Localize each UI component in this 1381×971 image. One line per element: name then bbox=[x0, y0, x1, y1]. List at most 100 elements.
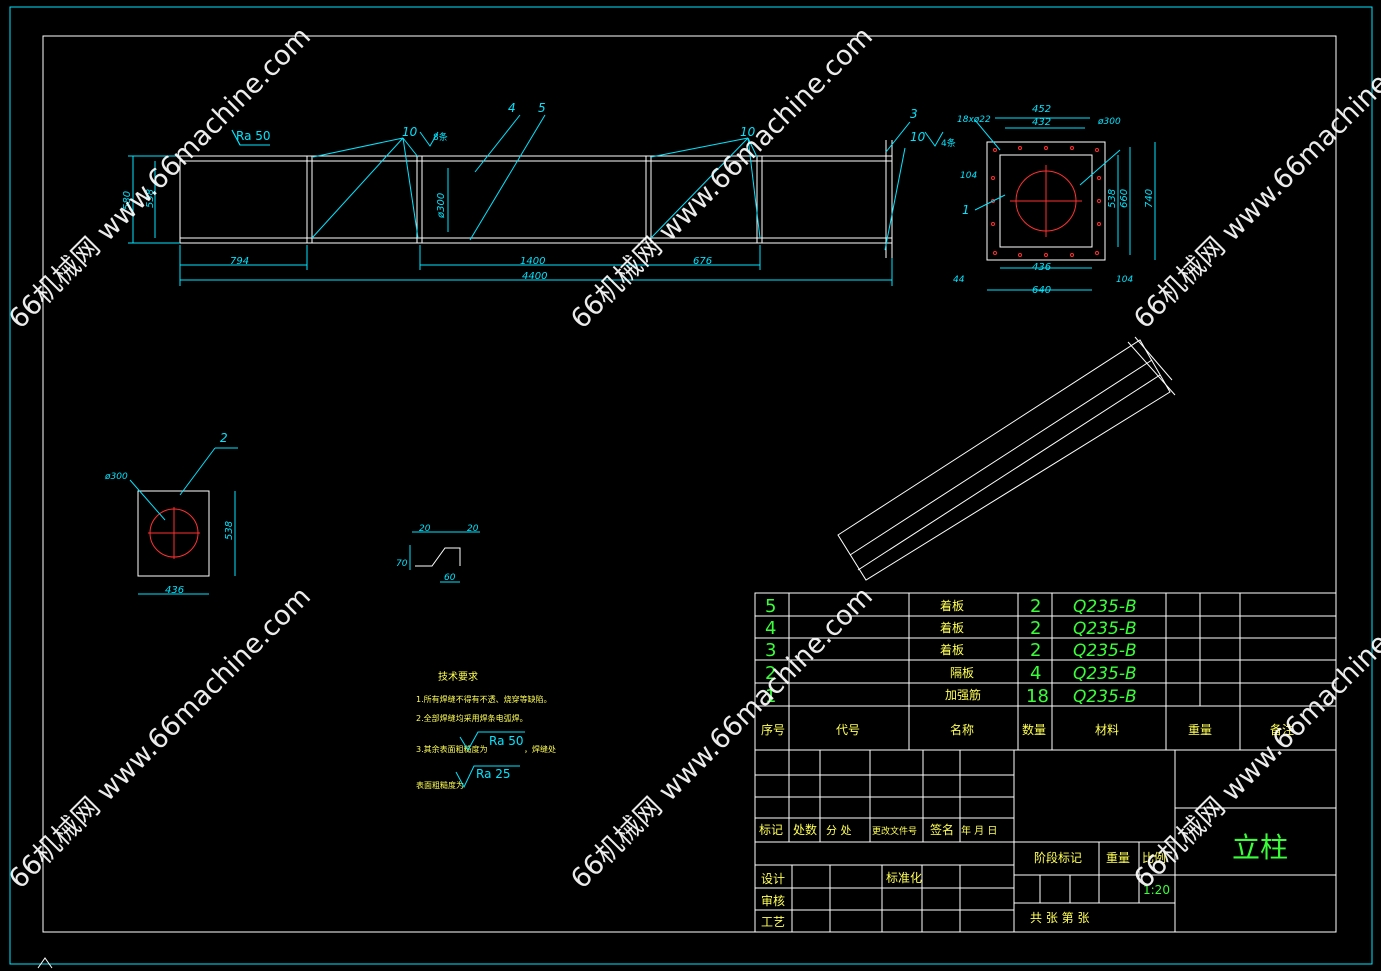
isometric-view bbox=[837, 336, 1176, 581]
dim-side-dia: ø300 bbox=[1097, 117, 1121, 127]
bom-h-name: 名称 bbox=[950, 722, 974, 737]
callout-2: 2 bbox=[220, 431, 228, 445]
dim-4400: 4400 bbox=[522, 271, 547, 282]
bom-no: 5 bbox=[765, 596, 776, 617]
dim-452: 452 bbox=[1032, 104, 1051, 115]
bom-no: 3 bbox=[765, 640, 776, 661]
plate-538: 538 bbox=[224, 521, 235, 540]
dim-794: 794 bbox=[230, 256, 249, 267]
bom-qty: 4 bbox=[1030, 663, 1041, 684]
detail-70: 70 bbox=[396, 559, 408, 569]
watermark: 66机械网 www.66machine.com bbox=[1128, 21, 1381, 335]
callout-4: 4 bbox=[508, 101, 516, 115]
tb-scale: 比例 bbox=[1142, 851, 1166, 865]
callout-10b: 10 bbox=[740, 125, 756, 139]
bom-qty: 2 bbox=[1030, 618, 1041, 639]
title-block-lines bbox=[754, 749, 1337, 933]
callout-1: 1 bbox=[962, 203, 970, 217]
tb-design: 设计 bbox=[761, 872, 785, 886]
tech-line-4a: 表面粗糙度为 bbox=[416, 780, 464, 790]
inner-border bbox=[42, 35, 1337, 933]
dim-432: 432 bbox=[1032, 117, 1051, 128]
detail-20b: 20 bbox=[467, 524, 479, 534]
drawing-title: 立柱 bbox=[1232, 831, 1288, 864]
tb-std: 标准化 bbox=[886, 871, 922, 885]
bom-qty: 18 bbox=[1026, 686, 1049, 707]
bom-header: 序号 代号 名称 数量 材料 重量 备注 bbox=[761, 722, 1294, 737]
tb-sheets: 共 张 第 张 bbox=[1030, 911, 1089, 925]
tb-weight: 重量 bbox=[1106, 851, 1130, 865]
detail-20a: 20 bbox=[419, 524, 431, 534]
bom-mat: Q235-B bbox=[1073, 664, 1137, 684]
bom-no: 1 bbox=[765, 686, 776, 707]
tb-count: 处数 bbox=[793, 822, 817, 837]
detail-60: 60 bbox=[444, 573, 456, 583]
bom-h-no: 序号 bbox=[761, 722, 785, 737]
tech-line-1: 1.所有焊缝不得有不透、烧穿等缺陷。 bbox=[416, 694, 552, 704]
watermark: 66机械网 www.66machine.com bbox=[3, 581, 317, 895]
tb-sign: 签名 bbox=[930, 822, 954, 837]
tb-mark: 标记 bbox=[759, 823, 783, 837]
bom-h-qty: 数量 bbox=[1022, 722, 1046, 737]
bom-h-note: 备注 bbox=[1270, 722, 1294, 737]
bom-name: 着板 bbox=[940, 642, 964, 657]
bom-h-code: 代号 bbox=[836, 723, 860, 737]
weld-note-b: 4条 bbox=[941, 137, 956, 149]
bom-h-weight: 重量 bbox=[1188, 723, 1212, 737]
bom-name: 着板 bbox=[940, 620, 964, 635]
tech-title: 技术要求 bbox=[438, 670, 478, 683]
plate-436: 436 bbox=[165, 585, 184, 596]
tech-ra50: Ra 50 bbox=[489, 734, 524, 748]
bom-no: 2 bbox=[765, 663, 776, 684]
tb-stage: 阶段标记 bbox=[1034, 850, 1082, 865]
watermark: 66机械网 www.66machine.com bbox=[565, 581, 879, 895]
tech-line-2: 2.全部焊缝均采用焊条电弧焊。 bbox=[416, 713, 528, 723]
bom-qty: 2 bbox=[1030, 640, 1041, 661]
bom-qty: 2 bbox=[1030, 596, 1041, 617]
callout-10c: 10 bbox=[910, 130, 926, 144]
detail-view bbox=[409, 531, 480, 583]
bom-h-mat: 材料 bbox=[1095, 723, 1119, 737]
ucs-icon bbox=[37, 957, 53, 969]
dim-104b: 104 bbox=[1116, 275, 1133, 285]
bom-mat: Q235-B bbox=[1073, 597, 1137, 617]
tb-doc: 更改文件号 bbox=[872, 825, 917, 837]
tb-date: 年 月 日 bbox=[961, 824, 997, 837]
callout-3: 3 bbox=[910, 107, 918, 121]
roughness-ra50: Ra 50 bbox=[236, 129, 271, 143]
watermark: 66机械网 www.66machine.com bbox=[565, 21, 879, 335]
bom-mat: Q235-B bbox=[1073, 687, 1137, 707]
title-block-text: 标记 处数 分 处 更改文件号 签名 年 月 日 设计 审核 工艺 标准化 阶段… bbox=[759, 822, 1288, 929]
watermarks: 66机械网 www.66machine.com 66机械网 www.66mach… bbox=[3, 21, 1381, 895]
plate-dia: ø300 bbox=[104, 472, 128, 482]
tb-zone: 分 处 bbox=[826, 824, 852, 837]
dim-580: 580 bbox=[122, 191, 133, 210]
watermark: 66机械网 www.66machine.com bbox=[3, 21, 317, 335]
bom-rows: 5 着板 2 Q235-B 4 着板 2 Q235-B 3 着板 2 Q235-… bbox=[765, 596, 1137, 707]
tb-scale-val: 1:20 bbox=[1143, 883, 1170, 897]
outer-border bbox=[9, 6, 1373, 965]
dim-640: 640 bbox=[1032, 285, 1051, 296]
dim-538: 538 bbox=[145, 189, 156, 208]
tech-line-3a: 3.其余表面粗糙度为 bbox=[416, 744, 488, 754]
bom-name: 加强筋 bbox=[945, 687, 981, 702]
bom-mat: Q235-B bbox=[1073, 619, 1137, 639]
dim-holes: 18xø22 bbox=[957, 115, 991, 125]
dim-44: 44 bbox=[953, 275, 965, 285]
bom-name: 隔板 bbox=[950, 666, 974, 680]
dim-1400: 1400 bbox=[520, 256, 545, 267]
dim-side-538: 538 bbox=[1107, 189, 1118, 208]
callout-5: 5 bbox=[538, 101, 546, 115]
bom-name: 着板 bbox=[940, 598, 964, 613]
weld-note-a: 8条 bbox=[433, 131, 448, 143]
plate-view bbox=[129, 447, 238, 595]
dim-660: 660 bbox=[1119, 189, 1130, 208]
callout-10a: 10 bbox=[402, 125, 418, 139]
side-view bbox=[974, 117, 1156, 291]
dim-side-436: 436 bbox=[1032, 262, 1051, 273]
bom-mat: Q235-B bbox=[1073, 641, 1137, 661]
bom-no: 4 bbox=[765, 618, 776, 639]
tb-process: 工艺 bbox=[761, 915, 785, 929]
tb-review: 审核 bbox=[761, 893, 785, 908]
